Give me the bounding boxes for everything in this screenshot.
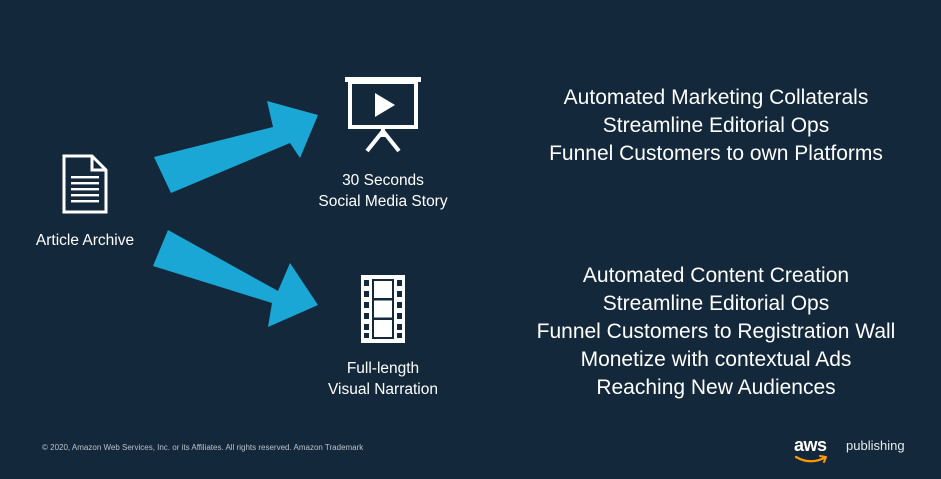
benefit-item: Funnel Customers to Registration Wall (536, 320, 896, 343)
social-story-label-line2: Social Media Story (318, 193, 448, 210)
arrow-to-visual-narration (153, 230, 318, 327)
aws-smile-icon (794, 455, 827, 463)
social-story-label: 30 Seconds Social Media Story (283, 170, 483, 212)
benefit-item: Reaching New Audiences (596, 376, 836, 399)
benefit-item: Streamline Editorial Ops (602, 292, 830, 315)
brand-suffix: publishing (846, 438, 905, 453)
visual-narration-label-line2: Visual Narration (328, 381, 438, 398)
aws-logo-text: aws (794, 435, 827, 455)
arrow-to-social-story (154, 101, 318, 193)
visual-narration-benefits: Automated Content Creation Streamline Ed… (492, 262, 940, 402)
source-label: Article Archive (35, 232, 135, 249)
benefit-item: Funnel Customers to own Platforms (549, 142, 883, 165)
benefit-item: Streamline Editorial Ops (602, 114, 830, 137)
presentation-play-icon (345, 77, 421, 153)
visual-narration-label-line1: Full-length (346, 360, 420, 377)
film-strip-icon (361, 275, 405, 343)
social-story-benefits: Automated Marketing Collaterals Streamli… (492, 84, 940, 168)
visual-narration-label: Full-length Visual Narration (283, 358, 483, 400)
copyright-footer: © 2020, Amazon Web Services, Inc. or its… (42, 443, 364, 452)
benefit-item: Monetize with contextual Ads (580, 348, 852, 371)
benefit-item: Automated Marketing Collaterals (563, 86, 869, 109)
social-story-label-line1: 30 Seconds (342, 172, 424, 189)
benefit-item: Automated Content Creation (582, 264, 850, 287)
document-icon (62, 154, 108, 214)
